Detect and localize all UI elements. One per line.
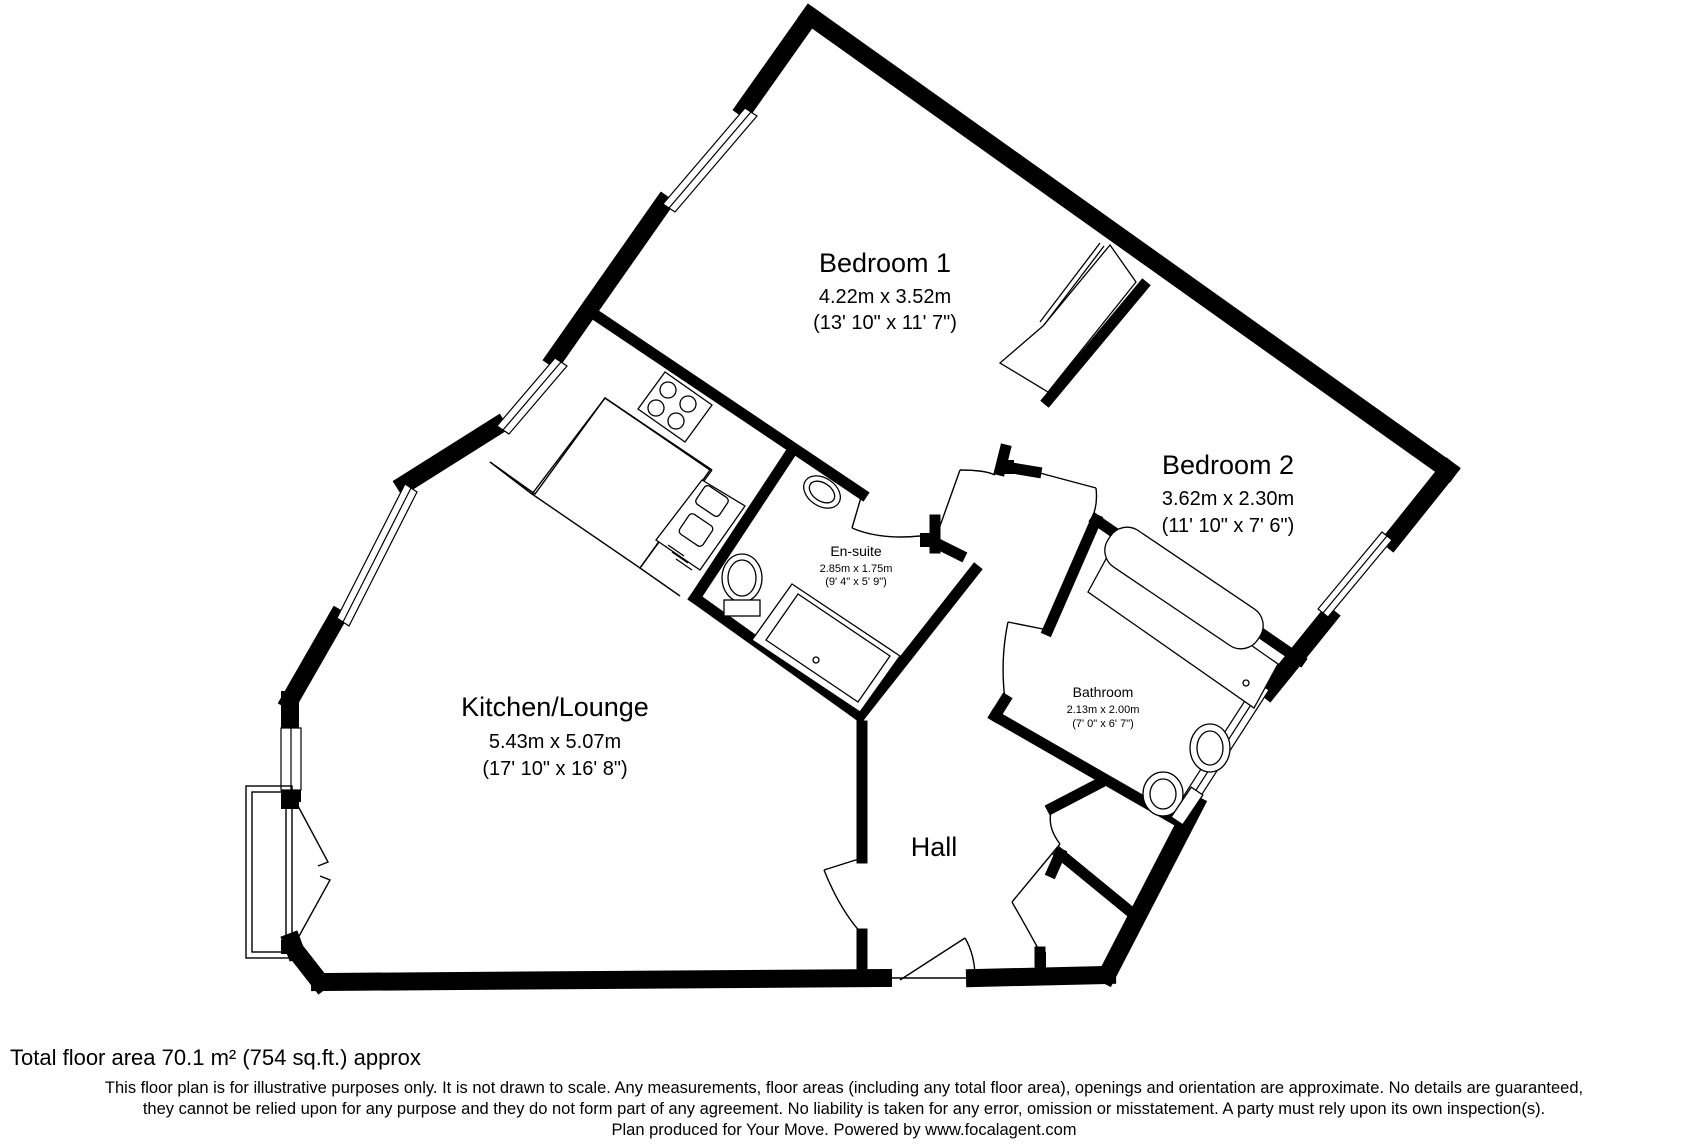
svg-text:3.62m x 2.30m: 3.62m x 2.30m: [1162, 488, 1294, 510]
svg-text:(9' 4" x 5' 9"): (9' 4" x 5' 9"): [825, 576, 887, 588]
svg-text:Bathroom: Bathroom: [1073, 684, 1134, 700]
svg-text:(17' 10" x 16' 8"): (17' 10" x 16' 8"): [482, 758, 627, 780]
svg-text:Hall: Hall: [911, 832, 958, 862]
room-label-kitchen: Kitchen/Lounge 5.43m x 5.07m (17' 10" x …: [461, 692, 649, 780]
svg-text:Kitchen/Lounge: Kitchen/Lounge: [461, 692, 649, 722]
outer-walls: [277, 3, 1461, 995]
french-door-pillar-top: [281, 790, 301, 802]
svg-text:(7' 0" x 6' 7"): (7' 0" x 6' 7"): [1072, 718, 1134, 730]
svg-text:Bedroom 2: Bedroom 2: [1162, 450, 1294, 480]
ensuite-fittings: [721, 475, 901, 713]
wardrobe: [998, 242, 1137, 393]
svg-text:(11' 10" x 7' 6"): (11' 10" x 7' 6"): [1162, 515, 1295, 537]
room-label-bedroom1: Bedroom 1 4.22m x 3.52m (13' 10" x 11' 7…: [813, 248, 957, 334]
hob: [637, 371, 713, 443]
svg-text:En-suite: En-suite: [830, 543, 882, 559]
window-kitchen-side: [280, 727, 302, 791]
doors: [823, 469, 1099, 981]
svg-text:Bedroom 1: Bedroom 1: [819, 248, 951, 278]
room-label-hall: Hall: [911, 832, 958, 862]
room-label-ensuite: En-suite 2.85m x 1.75m (9' 4" x 5' 9"): [820, 543, 893, 588]
window-kitchen-upper: [496, 357, 568, 435]
svg-text:5.43m x 5.07m: 5.43m x 5.07m: [489, 731, 621, 753]
svg-text:2.85m x 1.75m: 2.85m x 1.75m: [820, 563, 893, 575]
french-door-pillar-bottom: [281, 940, 301, 954]
french-doors: [245, 785, 331, 959]
sink: [655, 479, 746, 571]
plan-credit: Plan produced for Your Move. Powered by …: [611, 1121, 1077, 1139]
room-label-bathroom: Bathroom 2.13m x 2.00m (7' 0" x 6' 7"): [1067, 684, 1140, 730]
svg-text:2.13m x 2.00m: 2.13m x 2.00m: [1067, 704, 1140, 716]
svg-text:(13' 10" x 11' 7"): (13' 10" x 11' 7"): [813, 312, 957, 334]
room-label-bedroom2: Bedroom 2 3.62m x 2.30m (11' 10" x 7' 6"…: [1162, 450, 1295, 537]
bathroom-fittings: [1087, 526, 1279, 826]
window-bedroom1: [662, 107, 758, 213]
total-floor-area: Total floor area 70.1 m² (754 sq.ft.) ap…: [10, 1045, 421, 1070]
window-bedroom2: [1317, 531, 1393, 618]
disclaimer-line-1: This floor plan is for illustrative purp…: [104, 1079, 1584, 1097]
disclaimer-line-2: they cannot be relied upon for any purpo…: [142, 1100, 1546, 1118]
disclaimer: This floor plan is for illustrative purp…: [0, 1078, 1688, 1141]
svg-text:4.22m x 3.52m: 4.22m x 3.52m: [819, 286, 951, 308]
wall-stubs: [920, 460, 1046, 968]
window-kitchen-lower: [336, 483, 418, 627]
